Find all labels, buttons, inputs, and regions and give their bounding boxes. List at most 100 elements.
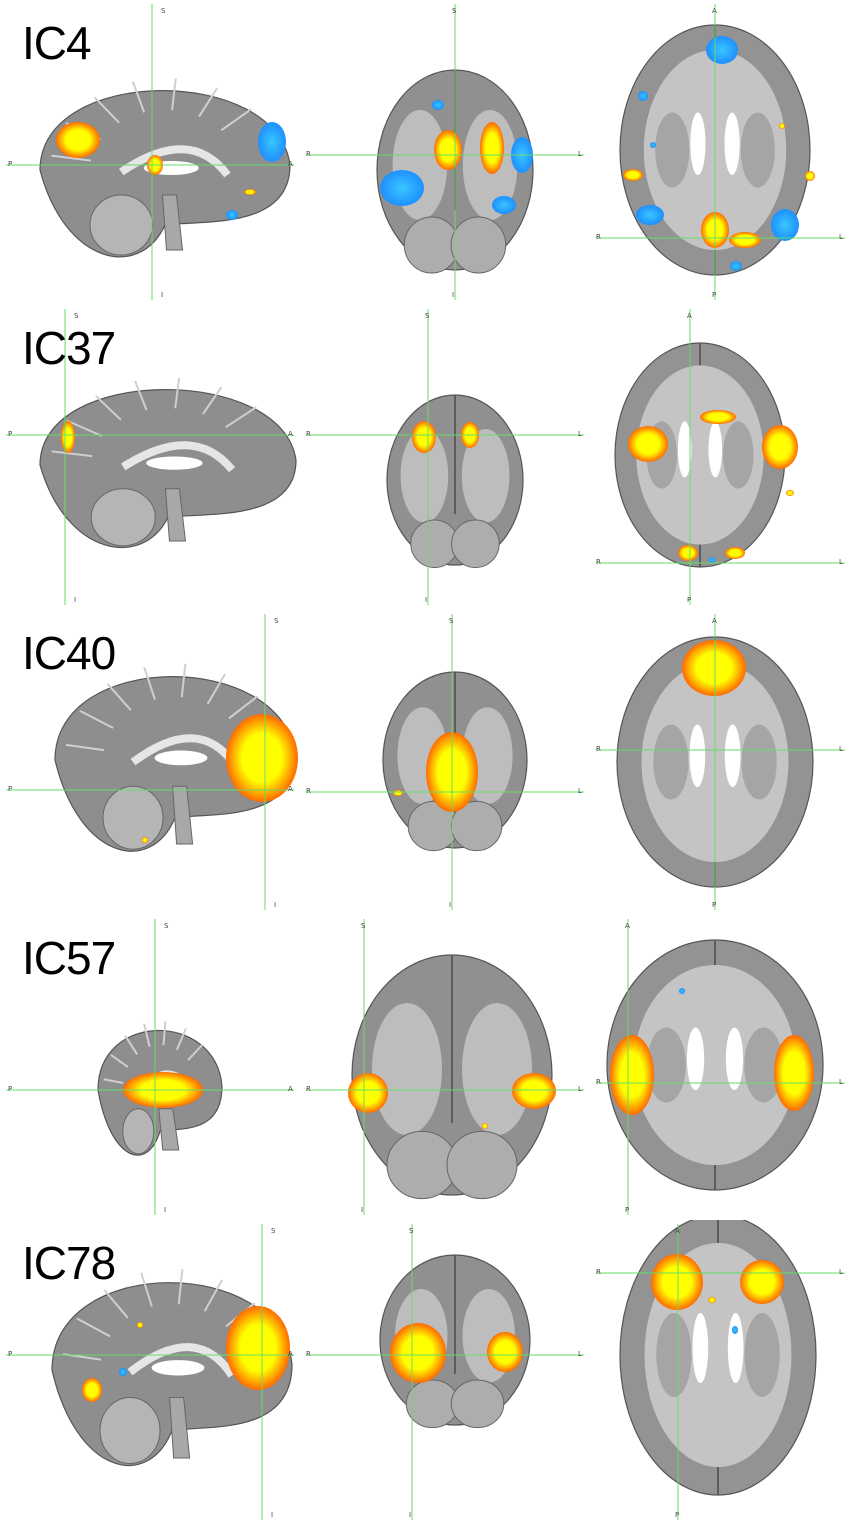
orientation-right-label: A — [288, 430, 293, 438]
orientation-bottom-label: P — [712, 291, 717, 299]
positive-activation-blob — [779, 123, 785, 129]
positive-activation-blob — [226, 714, 298, 802]
brain-slice — [39, 377, 297, 549]
orientation-left-label: R — [306, 1350, 311, 1358]
positive-activation-blob — [774, 1035, 814, 1111]
negative-activation-blob — [119, 1368, 127, 1376]
orientation-bottom-label: P — [712, 901, 717, 909]
positive-activation-blob — [708, 1297, 716, 1303]
slice-views — [6, 614, 845, 910]
positive-activation-blob — [390, 1323, 446, 1383]
orientation-top-label: A — [625, 922, 630, 930]
negative-activation-blob — [492, 196, 516, 214]
orientation-top-label: A — [675, 1227, 680, 1235]
negative-activation-blob — [730, 261, 742, 271]
orientation-right-label: A — [288, 1350, 293, 1358]
orientation-bottom-label: I — [274, 901, 277, 909]
negative-activation-blob — [771, 209, 799, 241]
orientation-top-label: S — [425, 312, 430, 320]
orientation-top-label: S — [274, 617, 279, 625]
slice-views — [6, 309, 845, 605]
orientation-left-label: R — [306, 430, 311, 438]
orientation-top-label: S — [271, 1227, 276, 1235]
orientation-left-label: R — [306, 787, 311, 795]
positive-activation-blob — [725, 547, 745, 559]
crosshair — [6, 4, 294, 300]
component-label: IC78 — [22, 1237, 116, 1289]
positive-activation-blob — [434, 130, 462, 170]
orientation-left-label: P — [8, 785, 13, 793]
orientation-top-label: A — [712, 617, 717, 625]
crosshair — [6, 309, 294, 605]
negative-activation-blob — [706, 36, 738, 64]
component-label: IC40 — [22, 627, 116, 679]
orientation-left-label: R — [306, 150, 311, 158]
positive-activation-blob — [651, 1254, 703, 1310]
negative-activation-blob — [732, 1326, 738, 1334]
orientation-right-label: A — [288, 160, 293, 168]
positive-activation-blob — [244, 189, 256, 195]
positive-activation-blob — [61, 421, 75, 453]
crosshair — [6, 919, 294, 1215]
positive-activation-blob — [137, 1322, 143, 1328]
crosshair — [596, 614, 845, 910]
orientation-right-label: L — [839, 1078, 843, 1086]
orientation-left-label: P — [8, 160, 13, 168]
positive-activation-blob — [480, 122, 504, 174]
orientation-bottom-label: I — [271, 1511, 274, 1519]
slice-views — [6, 4, 845, 300]
crosshair — [6, 614, 294, 910]
orientation-top-label: S — [74, 312, 79, 320]
crosshair — [306, 919, 584, 1215]
orientation-right-label: A — [288, 785, 293, 793]
positive-activation-blob — [762, 425, 798, 469]
orientation-right-label: L — [578, 1350, 582, 1358]
crosshair — [596, 4, 845, 300]
component-label: IC4 — [22, 17, 92, 69]
orientation-left-label: P — [8, 1350, 13, 1358]
orientation-left-label: R — [596, 233, 601, 241]
positive-activation-blob — [623, 169, 643, 181]
crosshair — [596, 1224, 845, 1520]
negative-activation-blob — [432, 100, 444, 110]
component-label: IC57 — [22, 932, 116, 984]
positive-activation-blob — [348, 1073, 388, 1113]
orientation-top-label: S — [164, 922, 169, 930]
orientation-bottom-label: I — [425, 596, 428, 604]
positive-activation-blob — [628, 426, 668, 462]
positive-activation-blob — [610, 1035, 654, 1115]
orientation-left-label: P — [8, 1085, 13, 1093]
brain-slice — [39, 78, 291, 258]
orientation-bottom-label: P — [687, 596, 692, 604]
negative-activation-blob — [380, 170, 424, 206]
orientation-bottom-label: P — [625, 1206, 630, 1214]
crosshair — [306, 614, 584, 910]
orientation-bottom-label: I — [161, 291, 164, 299]
crosshair — [306, 4, 584, 300]
orientation-top-label: A — [712, 7, 717, 15]
brain-slice — [386, 394, 524, 569]
orientation-right-label: A — [288, 1085, 293, 1093]
orientation-right-label: L — [839, 1268, 843, 1276]
brain-slice — [54, 663, 296, 852]
positive-activation-blob — [740, 1260, 784, 1304]
orientation-left-label: R — [596, 1078, 601, 1086]
orientation-bottom-label: I — [409, 1511, 412, 1519]
orientation-bottom-label: P — [675, 1511, 680, 1519]
positive-activation-blob — [682, 640, 746, 696]
orientation-top-label: S — [449, 617, 454, 625]
orientation-right-label: L — [839, 233, 843, 241]
negative-activation-blob — [258, 122, 286, 162]
orientation-bottom-label: I — [361, 1206, 364, 1214]
slice-views — [6, 919, 845, 1215]
orientation-top-label: S — [409, 1227, 414, 1235]
component-label: IC37 — [22, 322, 116, 374]
brain-slice — [619, 1214, 817, 1496]
orientation-left-label: R — [596, 745, 601, 753]
crosshair — [6, 1224, 294, 1520]
orientation-right-label: L — [578, 430, 582, 438]
